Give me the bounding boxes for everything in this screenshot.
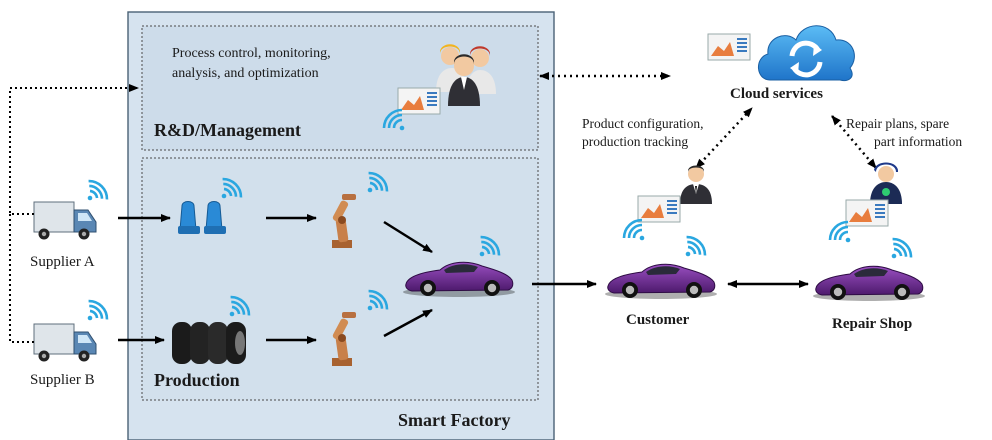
customer-label: Customer (626, 312, 690, 328)
supplier-a-truck-icon (33, 201, 97, 240)
car-seats-icon (178, 201, 226, 234)
cloud-left-note-line2: production tracking (582, 134, 689, 149)
supplier-b-link (9, 214, 34, 343)
tires-icon (172, 322, 246, 364)
customer-monitor-icon (637, 195, 681, 223)
repair-car-icon (812, 265, 926, 302)
cloud-right-note-line1: Repair plans, spare (846, 116, 950, 131)
customer-cloud-link (695, 107, 753, 169)
analytics-monitor-icon (397, 87, 441, 115)
cloud-monitor-icon (707, 33, 751, 61)
supplier-b-truck-icon (33, 323, 97, 362)
supplier-a-label: Supplier A (30, 254, 95, 270)
cloud-services-icon (758, 25, 855, 81)
cloud-right-note-line2: part information (874, 134, 963, 149)
supplier-to-rnd-link (9, 84, 139, 215)
smart-factory-title: Smart Factory (398, 410, 511, 430)
production-title: Production (154, 370, 240, 390)
repair-shop-label: Repair Shop (832, 316, 913, 332)
repair-car-wifi-icon (887, 233, 917, 264)
robot-top-to-car-arrow (383, 220, 433, 254)
supplier-b-wifi-icon (83, 295, 113, 326)
rnd-desc-line1: Process control, monitoring, (172, 46, 331, 61)
supplier-b-label: Supplier B (30, 372, 95, 388)
mechanic-icon (870, 162, 902, 204)
customer-wifi-icon (622, 218, 646, 242)
management-team-icon (436, 44, 496, 106)
repair-monitor-icon (845, 199, 889, 227)
rnd-desc-line2: analysis, and optimization (172, 66, 319, 81)
supplier-a-wifi-icon (83, 175, 113, 206)
rnd-management-title: R&D/Management (154, 120, 301, 140)
customer-car-wifi-icon (681, 231, 711, 262)
customer-car-icon (604, 263, 718, 300)
cloud-services-label: Cloud services (730, 86, 823, 102)
robot-bottom-to-car-arrow (383, 308, 433, 338)
cloud-left-note-line1: Product configuration, (582, 116, 704, 131)
customer-person-icon (680, 165, 712, 204)
